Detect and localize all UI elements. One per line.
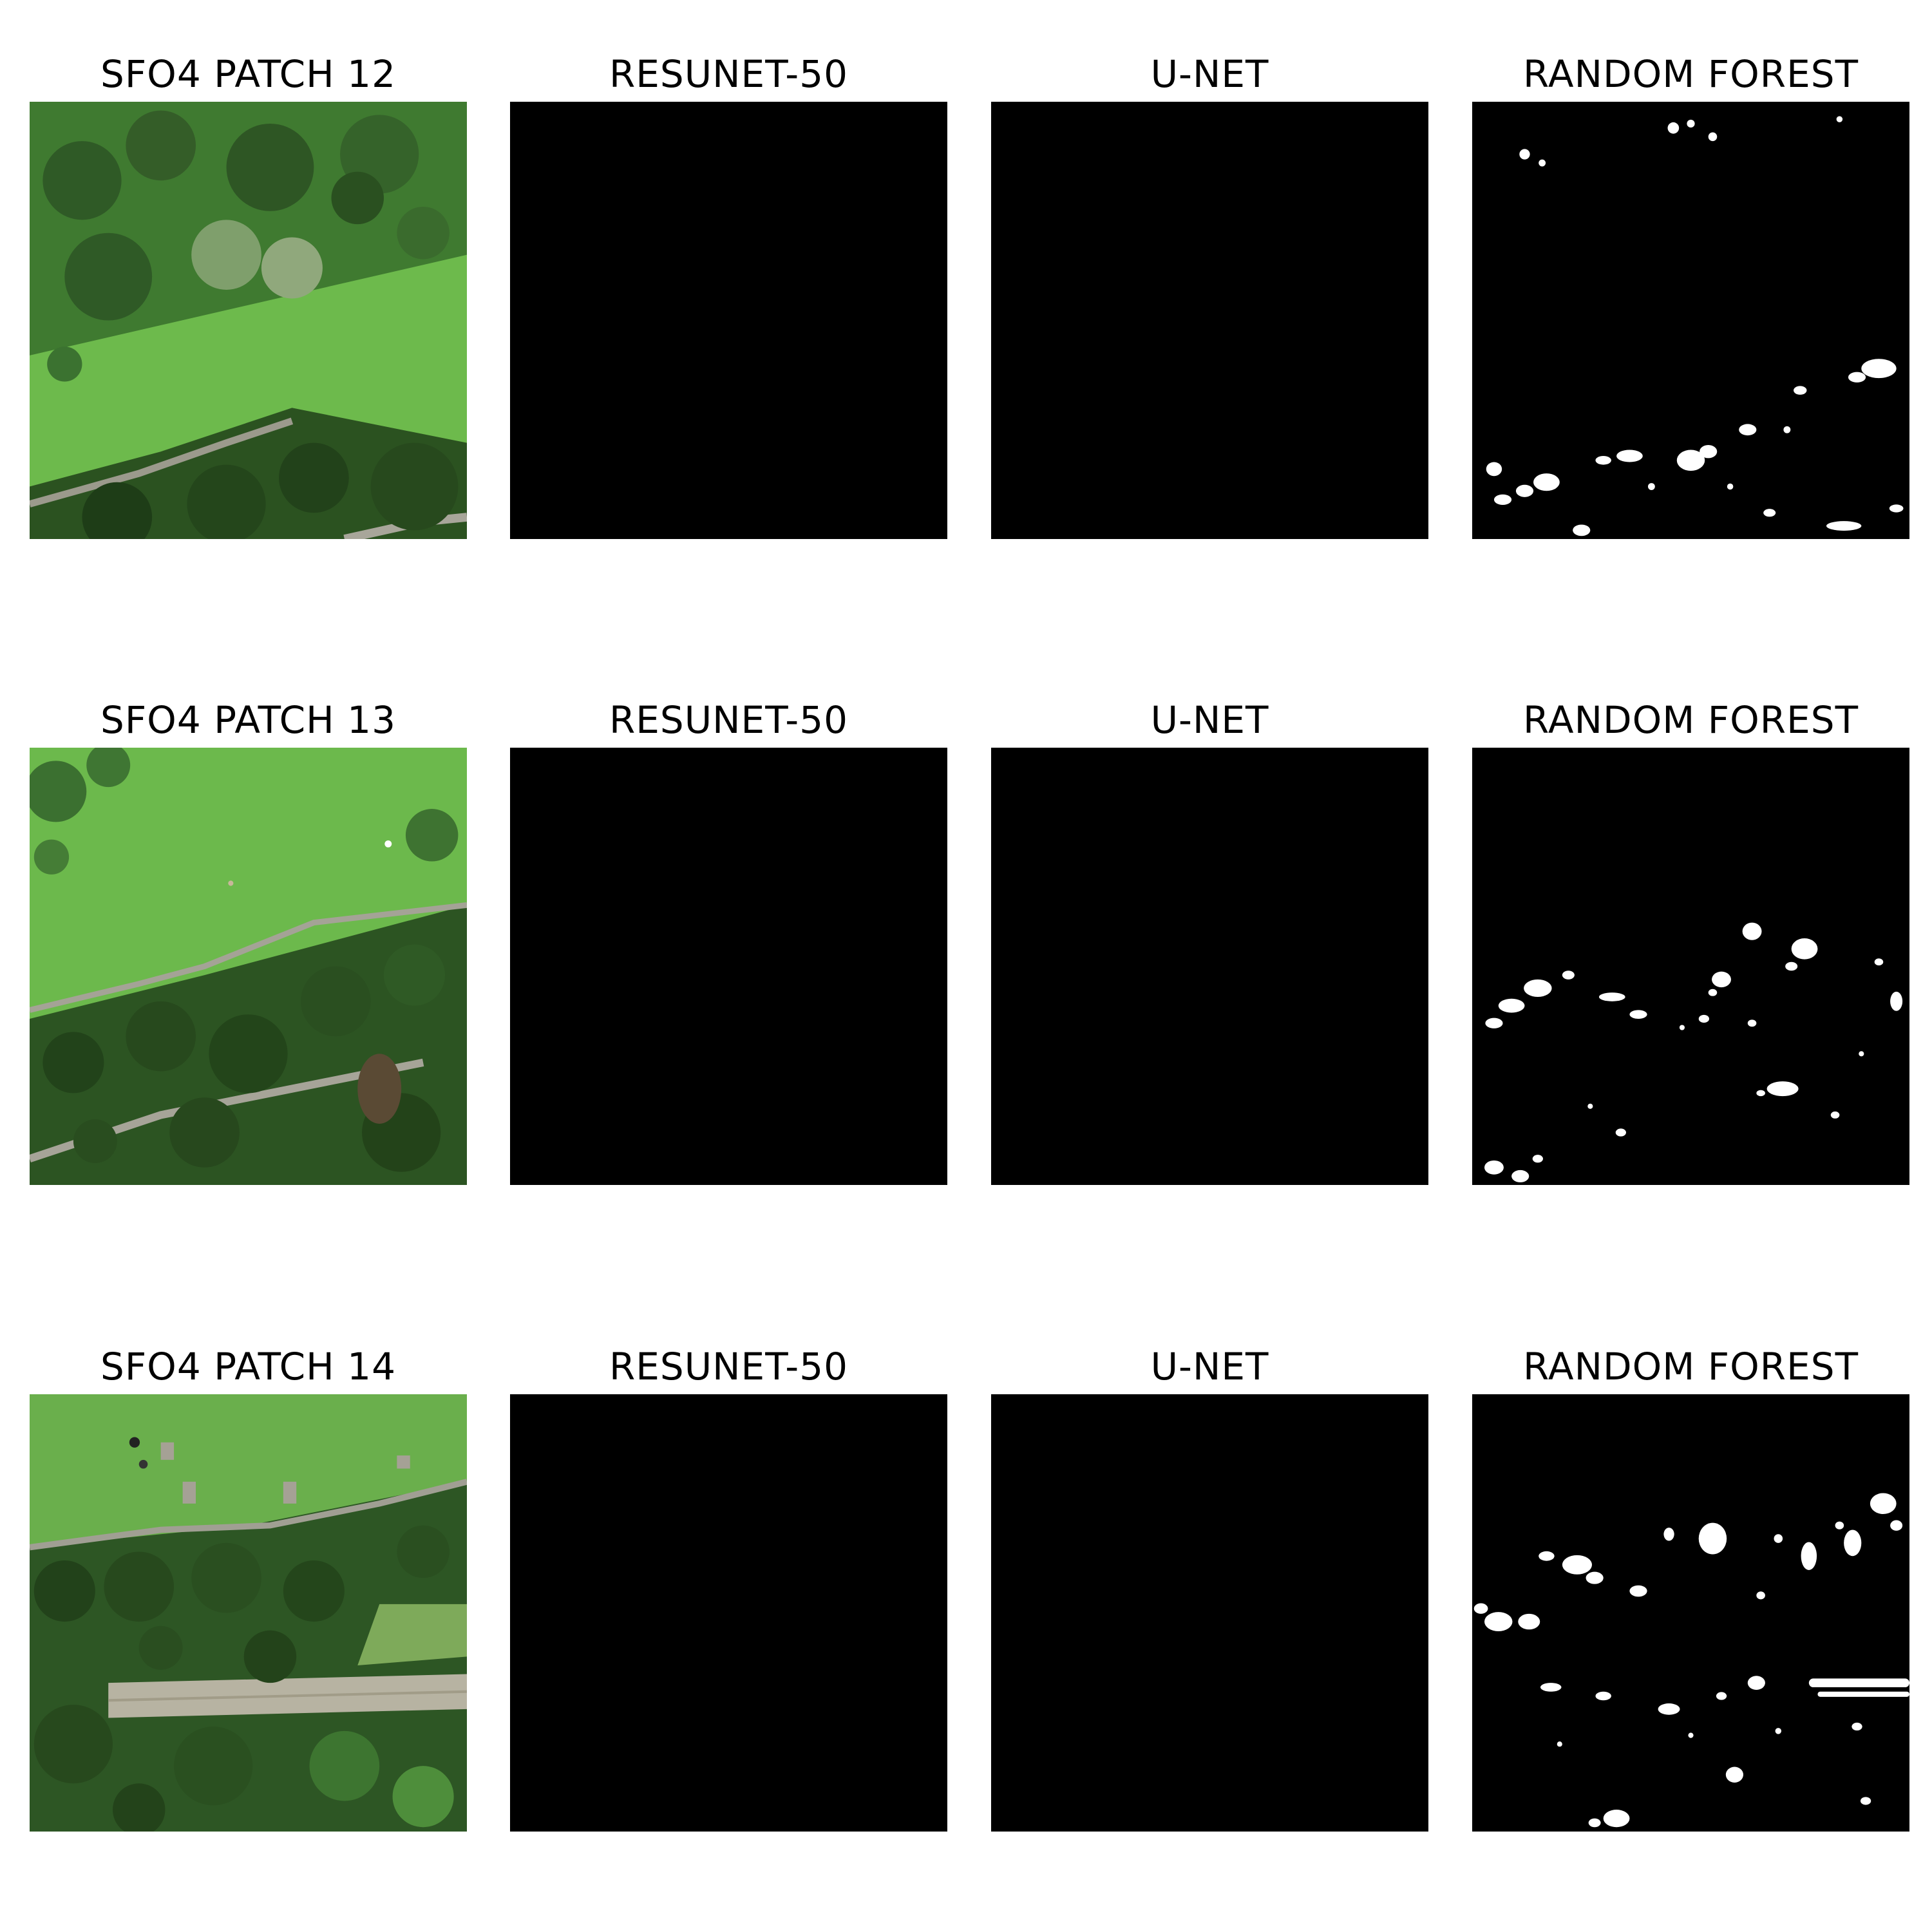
row1-unet-mask <box>991 102 1428 539</box>
row3-aerial-title: SFO4 PATCH 14 <box>100 1345 396 1388</box>
row1-resunet-title: RESUNET-50 <box>609 52 849 96</box>
row3-unet-title: U-NET <box>1150 1345 1269 1388</box>
row3-resunet-title: RESUNET-50 <box>609 1345 849 1388</box>
row3-unet-mask <box>991 1394 1428 1832</box>
row2-rf-mask <box>1472 748 1909 1185</box>
row2-rf-title: RANDOM FOREST <box>1522 698 1859 742</box>
row3-resunet-mask <box>510 1394 947 1832</box>
row2-aerial-photo <box>30 748 467 1185</box>
row1-aerial-photo <box>30 102 467 539</box>
row2-unet-mask <box>991 748 1428 1185</box>
row2-unet-title: U-NET <box>1150 698 1269 742</box>
row1-resunet-mask <box>510 102 947 539</box>
row1-rf-mask <box>1472 102 1909 539</box>
row2-resunet-title: RESUNET-50 <box>609 698 849 742</box>
row3-rf-mask <box>1472 1394 1909 1832</box>
row2-resunet-mask <box>510 748 947 1185</box>
row3-aerial-photo <box>30 1394 467 1832</box>
row1-unet-title: U-NET <box>1150 52 1269 96</box>
row1-aerial-title: SFO4 PATCH 12 <box>100 52 396 96</box>
row1-rf-title: RANDOM FOREST <box>1522 52 1859 96</box>
row2-aerial-title: SFO4 PATCH 13 <box>100 698 396 742</box>
row3-rf-title: RANDOM FOREST <box>1522 1345 1859 1388</box>
